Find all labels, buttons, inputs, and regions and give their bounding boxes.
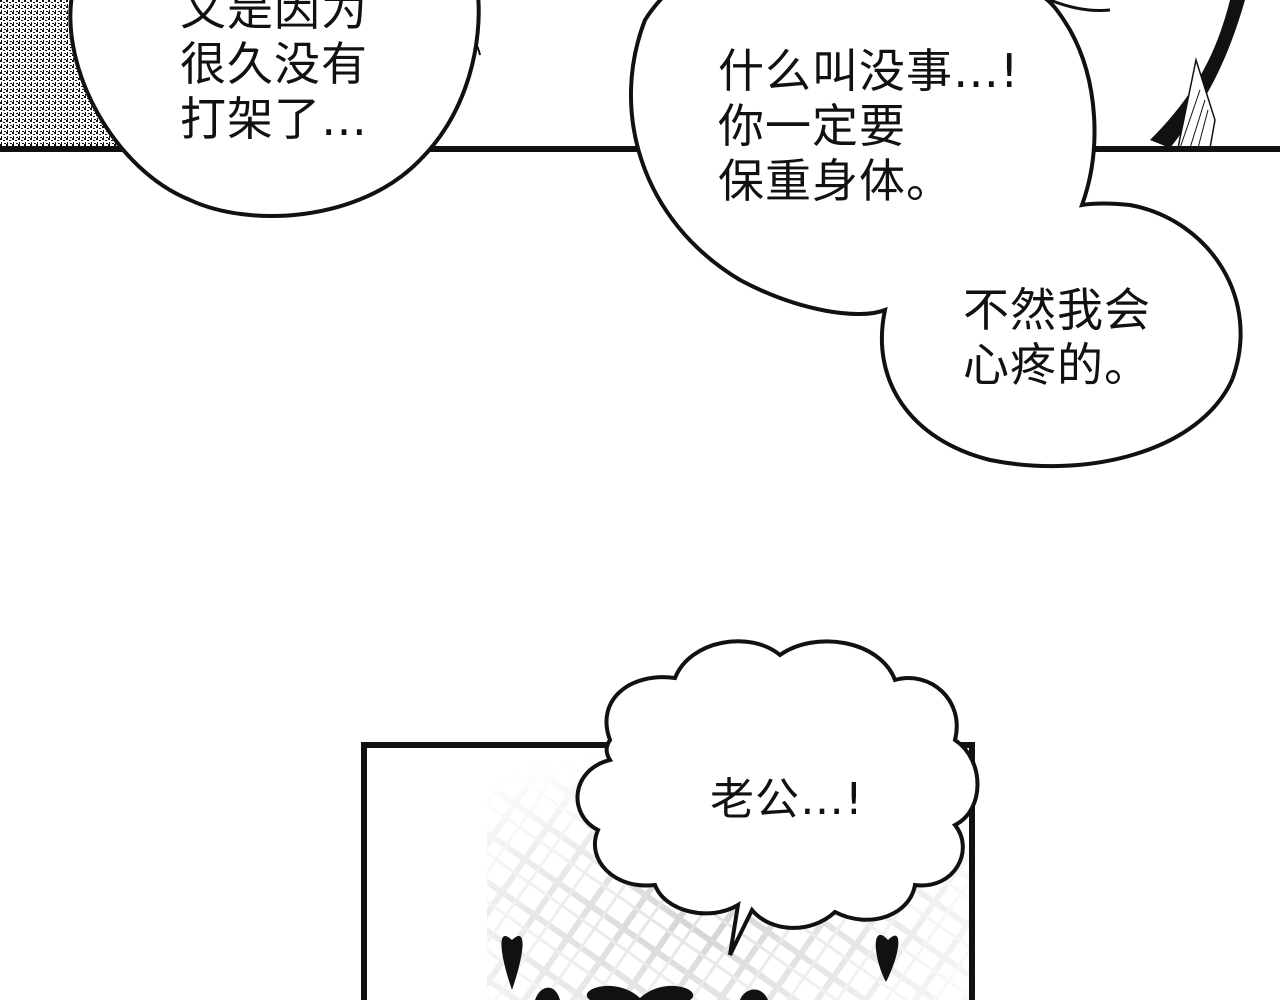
cloud-bubble [575, 639, 980, 956]
heart-icon [535, 985, 768, 1000]
dialogue-line: 什么叫没事…! [718, 44, 1020, 98]
bubble-text-top-right: 什么叫没事…! 你一定要 保重身体。 [718, 44, 1019, 209]
speech-bubble-top-right [628, 0, 1243, 469]
dialogue-line: 不然我会 [963, 283, 1151, 337]
dialogue-line: 又是因为 [180, 0, 368, 36]
dialogue-line: 打架了… [180, 92, 368, 146]
dialogue-line: 心疼的。 [963, 338, 1151, 392]
heart-icon [501, 936, 523, 990]
dialogue-line: 很久没有 [180, 37, 368, 91]
speech-bubble-top-left [68, 0, 481, 218]
heart-icon [875, 934, 899, 982]
dialogue-line: 保重身体。 [718, 154, 953, 208]
dialogue-line: 老公…! [710, 774, 864, 825]
bubble-text-top-left: 又是因为 很久没有 打架了… [180, 0, 368, 147]
bubble-text-cloud: 老公…! [710, 772, 864, 827]
dialogue-line: 你一定要 [718, 99, 906, 153]
bubble-text-right-middle: 不然我会 心疼的。 [963, 283, 1151, 393]
